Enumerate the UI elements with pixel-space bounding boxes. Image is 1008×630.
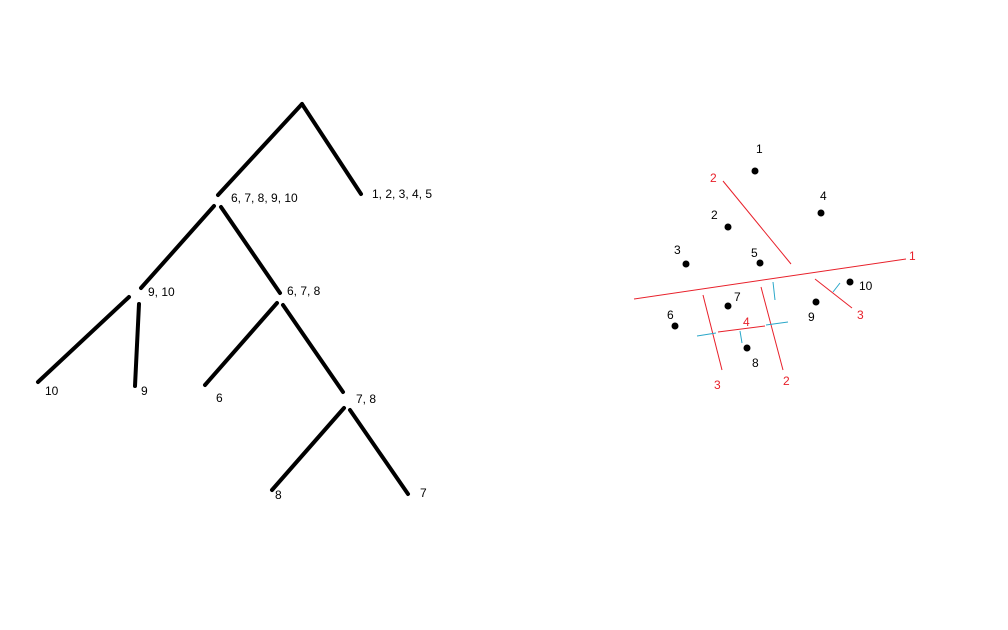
point-label-9: 9 xyxy=(808,310,815,324)
point-label-10: 10 xyxy=(859,279,873,293)
tree-edge-678-right xyxy=(281,303,345,394)
tree-label-leaf-7: 7 xyxy=(420,486,427,500)
tree-edge-left-left xyxy=(139,204,216,290)
tree-label-leaf-10: 10 xyxy=(45,384,59,398)
space-partition: 1 2 3 4 5 6 7 8 9 10 1 2 3 3 4 2 xyxy=(633,142,916,392)
tree-label-leaf-6: 6 xyxy=(216,391,223,405)
point-5 xyxy=(756,259,764,267)
binary-tree: 1, 2, 3, 4, 5 6, 7, 8, 9, 10 9, 10 6, 7,… xyxy=(36,102,432,502)
normal-tick-a xyxy=(772,281,776,301)
point-label-1: 1 xyxy=(756,142,763,156)
tree-label-left-subtree: 6, 7, 8, 9, 10 xyxy=(231,191,298,205)
tree-edge-root-right xyxy=(300,102,363,196)
tree-label-node-7-8: 7, 8 xyxy=(356,392,376,406)
split-label-3-right: 3 xyxy=(857,308,864,322)
split-line-4 xyxy=(717,325,766,333)
point-6 xyxy=(671,322,679,330)
tree-edge-910-right xyxy=(133,302,141,388)
split-label-1: 1 xyxy=(909,249,916,263)
split-label-2-top: 2 xyxy=(710,171,717,185)
point-label-4: 4 xyxy=(820,189,827,203)
tree-edge-678-left xyxy=(203,301,279,387)
point-2 xyxy=(724,223,732,231)
point-9 xyxy=(812,298,820,306)
tree-edge-78-left xyxy=(270,406,346,492)
normal-tick-e xyxy=(739,330,743,344)
point-label-2: 2 xyxy=(711,208,718,222)
point-label-8: 8 xyxy=(752,356,759,370)
split-label-3-left: 3 xyxy=(714,378,721,392)
split-line-1 xyxy=(633,258,907,300)
split-label-2-bottom: 2 xyxy=(783,374,790,388)
tree-label-leaf-8: 8 xyxy=(275,488,282,502)
tree-label-node-6-7-8: 6, 7, 8 xyxy=(287,284,321,298)
tree-label-node-9-10: 9, 10 xyxy=(148,285,175,299)
split-line-2-bottom xyxy=(760,286,784,371)
split-line-3-left xyxy=(702,294,723,371)
point-label-3: 3 xyxy=(674,243,681,257)
tree-edge-78-right xyxy=(348,408,410,496)
split-line-3-right xyxy=(814,278,853,309)
tree-edge-left-right xyxy=(219,205,282,295)
split-line-2-top xyxy=(722,180,792,265)
point-4 xyxy=(817,209,825,217)
point-1 xyxy=(751,167,759,175)
point-label-6: 6 xyxy=(667,308,674,322)
tree-label-right-leaf: 1, 2, 3, 4, 5 xyxy=(372,187,432,201)
tree-edge-910-left xyxy=(36,295,131,384)
split-label-4: 4 xyxy=(743,315,750,329)
point-10 xyxy=(846,278,854,286)
normal-tick-c xyxy=(696,332,717,337)
point-label-7: 7 xyxy=(734,290,741,304)
point-8 xyxy=(743,344,751,352)
tree-label-leaf-9: 9 xyxy=(141,384,148,398)
point-3 xyxy=(682,260,690,268)
point-7 xyxy=(724,302,732,310)
point-label-5: 5 xyxy=(751,246,758,260)
tree-edge-root-left xyxy=(216,102,304,197)
normal-tick-d xyxy=(765,321,789,326)
normal-tick-b xyxy=(832,282,841,293)
